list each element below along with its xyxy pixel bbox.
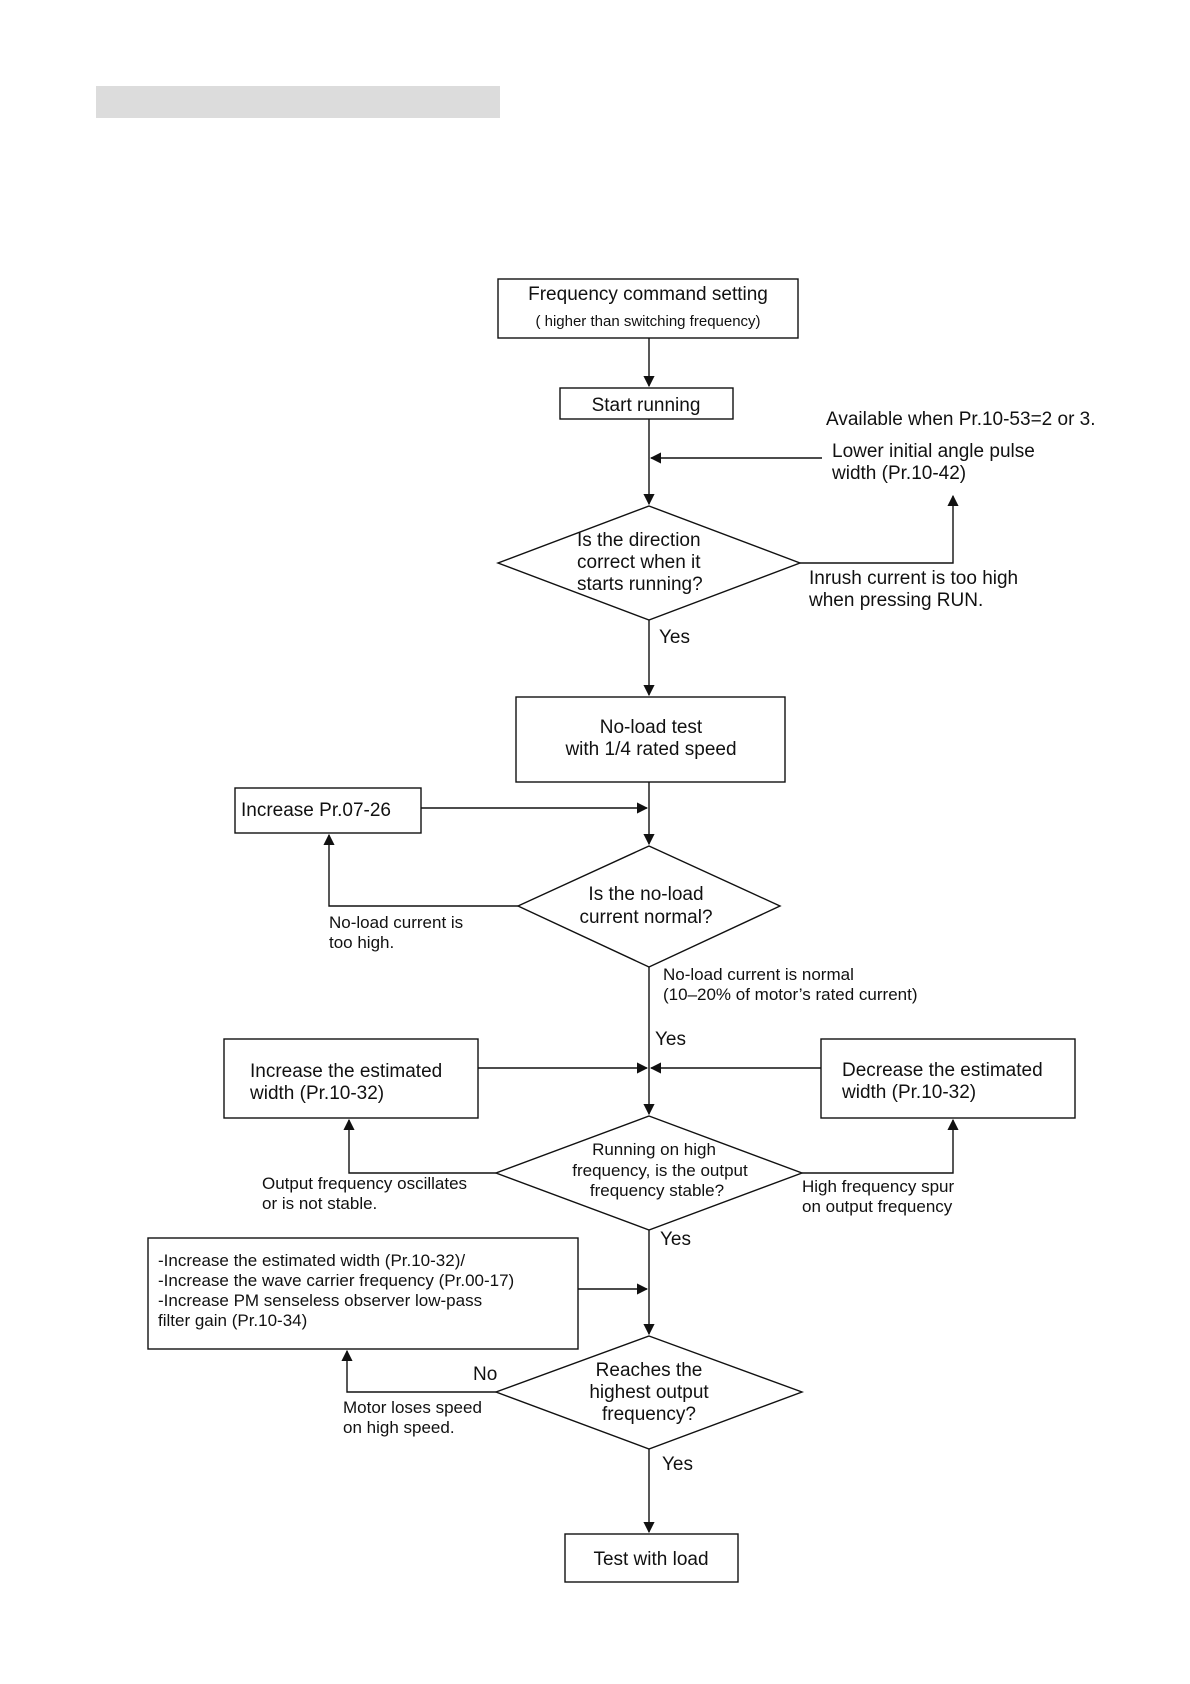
- note-lower-pulse-1: Lower initial angle pulse: [832, 441, 1035, 462]
- noload-test-line1: No-load test: [600, 717, 703, 738]
- node-test-with-load: [564, 1533, 739, 1583]
- note-loses-speed-1: Motor loses speed: [343, 1398, 482, 1417]
- increase-pr0726-label: Increase Pr.07-26: [241, 800, 391, 821]
- note-available-when: Available when Pr.10-53=2 or 3.: [826, 409, 1096, 430]
- noload-check-line2: current normal?: [579, 907, 712, 928]
- node-increase-estimated-width: [223, 1038, 479, 1119]
- note-noload-normal-1: No-load current is normal: [663, 965, 854, 984]
- edge-noload-high: [323, 833, 518, 907]
- highfreq-line2: frequency, is the output: [572, 1161, 748, 1180]
- edge-loses-speed-up: [341, 1349, 496, 1393]
- note-inrush-2: when pressing RUN.: [808, 590, 983, 611]
- note-spur-2: on output frequency: [802, 1197, 953, 1216]
- note-spur-1: High frequency spur: [802, 1177, 954, 1196]
- highest-line1: Reaches the: [596, 1360, 703, 1381]
- decrease-width-line1: Decrease the estimated: [842, 1060, 1043, 1081]
- node-frequency-command-setting: [497, 278, 799, 339]
- label-no: No: [473, 1364, 497, 1385]
- label-yes-2: Yes: [655, 1029, 686, 1050]
- multi-line2: -Increase the wave carrier frequency (Pr…: [158, 1271, 514, 1290]
- note-noload-high-2: too high.: [329, 933, 394, 952]
- noload-test-line2: with 1/4 rated speed: [564, 739, 736, 760]
- node-increase-pr0726: [234, 787, 422, 834]
- edge-oscillate-up: [343, 1118, 496, 1174]
- note-lower-pulse-2: width (Pr.10-42): [831, 463, 966, 484]
- note-oscillate-1: Output frequency oscillates: [262, 1174, 467, 1193]
- label-yes-1: Yes: [659, 627, 690, 648]
- highest-line2: highest output: [589, 1382, 709, 1403]
- section-header-bar: [96, 86, 500, 118]
- note-oscillate-2: or is not stable.: [262, 1194, 377, 1213]
- node-decrease-estimated-width: [820, 1038, 1076, 1119]
- increase-width-line2: width (Pr.10-32): [249, 1083, 384, 1104]
- note-inrush-1: Inrush current is too high: [809, 568, 1018, 589]
- direction-line2: correct when it: [577, 552, 701, 573]
- label-yes-3: Yes: [660, 1229, 691, 1250]
- multi-line3: -Increase PM senseless observer low-pass: [158, 1291, 482, 1310]
- direction-line1: Is the direction: [577, 530, 701, 551]
- decrease-width-line2: width (Pr.10-32): [841, 1082, 976, 1103]
- noload-check-line1: Is the no-load: [588, 884, 703, 905]
- direction-line3: starts running?: [577, 574, 703, 595]
- freq-cmd-title: Frequency command setting: [528, 284, 768, 305]
- highest-line3: frequency?: [602, 1404, 696, 1425]
- label-yes-4: Yes: [662, 1454, 693, 1475]
- highfreq-line1: Running on high: [592, 1140, 716, 1159]
- node-start-running: [559, 387, 734, 420]
- multi-line4: filter gain (Pr.10-34): [158, 1311, 307, 1330]
- increase-width-line1: Increase the estimated: [250, 1061, 442, 1082]
- note-loses-speed-2: on high speed.: [343, 1418, 455, 1437]
- test-load-label: Test with load: [593, 1549, 708, 1570]
- node-noload-test: [515, 696, 786, 783]
- freq-cmd-subtitle: ( higher than switching frequency): [535, 313, 760, 330]
- node-increase-multi: [147, 1237, 579, 1350]
- multi-line1: -Increase the estimated width (Pr.10-32)…: [158, 1251, 465, 1270]
- highfreq-line3: frequency stable?: [590, 1181, 724, 1200]
- note-noload-high-1: No-load current is: [329, 913, 463, 932]
- start-running-label: Start running: [592, 395, 701, 416]
- note-noload-normal-2: (10–20% of motor’s rated current): [663, 985, 918, 1004]
- edge-spur-up: [802, 1118, 959, 1174]
- edge-inrush-up: [800, 494, 959, 564]
